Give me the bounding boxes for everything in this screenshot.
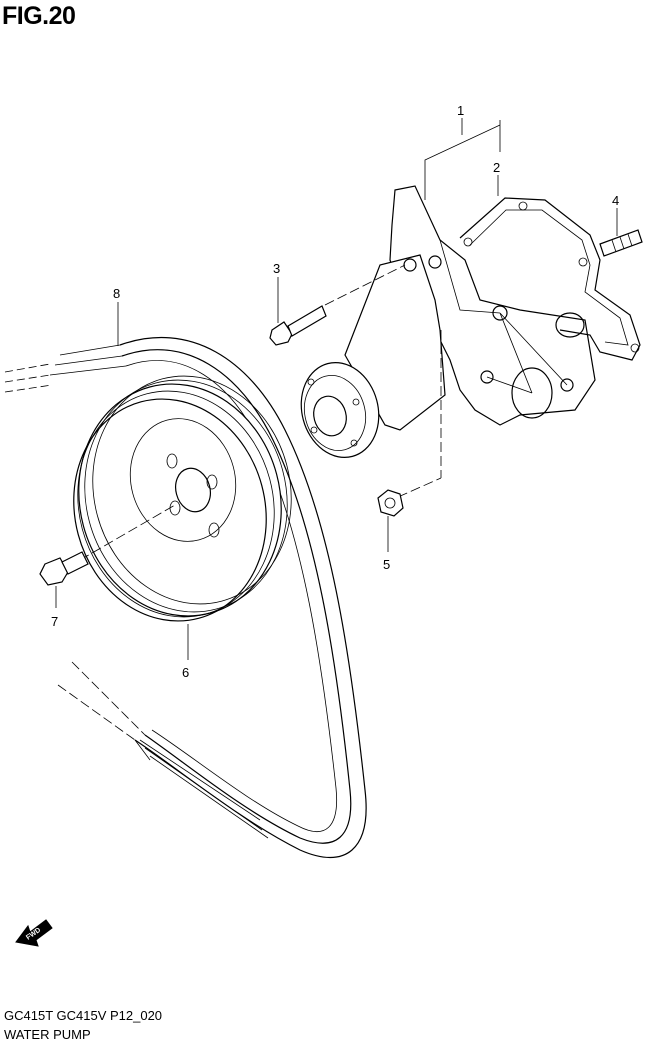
footer-model-code: GC415T GC415V P12_020	[4, 1008, 163, 1023]
callout-5: 5	[383, 557, 390, 572]
callout-8: 8	[113, 286, 120, 301]
callout-2: 2	[493, 160, 500, 175]
leader-lines	[55, 118, 618, 660]
callout-6: 6	[182, 665, 189, 680]
figure-title: FIG.20	[2, 2, 76, 30]
footer-section-name: WATER PUMP	[4, 1027, 91, 1042]
callout-1: 1	[457, 103, 464, 118]
callout-3: 3	[273, 261, 280, 276]
water-pump-gasket[interactable]	[459, 197, 641, 361]
water-pump-assembly[interactable]	[291, 185, 596, 466]
water-pump-nut[interactable]	[377, 330, 442, 517]
water-pump-pulley[interactable]	[49, 354, 316, 643]
forward-arrow-icon: FWD	[15, 919, 53, 947]
pulley-bolt[interactable]	[39, 504, 176, 586]
callout-7: 7	[51, 614, 58, 629]
water-pump-stud[interactable]	[599, 229, 643, 257]
water-pump-bolt[interactable]	[269, 264, 406, 346]
callout-4: 4	[612, 193, 619, 208]
drive-belt[interactable]	[4, 336, 367, 859]
